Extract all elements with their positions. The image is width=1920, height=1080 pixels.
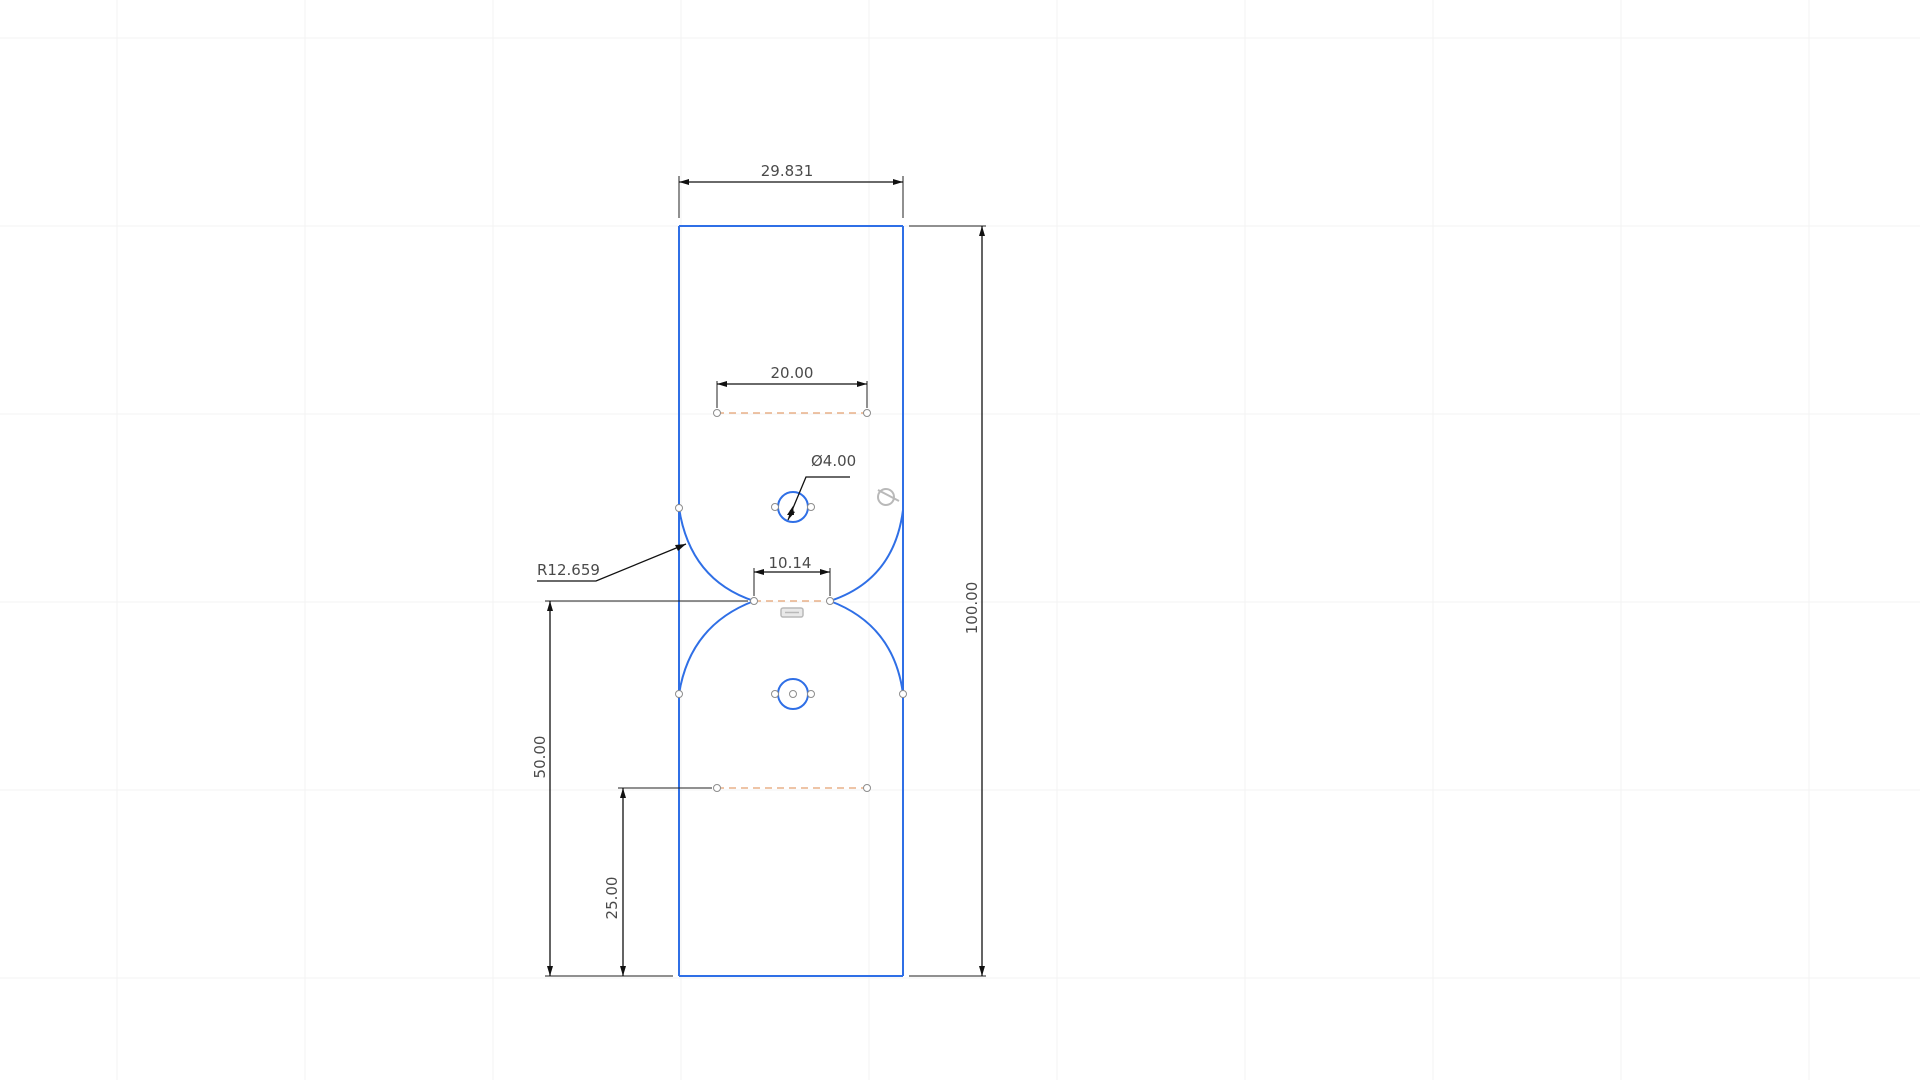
notch-arc-left-bottom[interactable] xyxy=(678,600,755,695)
sketch-point[interactable] xyxy=(863,409,871,417)
dimension-text-top-line-length[interactable]: 20.00 xyxy=(771,364,814,382)
dimension-text-notch-radius[interactable]: R12.659 xyxy=(537,561,600,579)
sketch-point[interactable] xyxy=(750,597,758,605)
tangent-constraint-icon[interactable] xyxy=(877,488,900,506)
sketch-point[interactable] xyxy=(713,784,721,792)
notch-arc-right-bottom[interactable] xyxy=(829,600,904,695)
dimension-neck-height[interactable]: 50.00 xyxy=(531,600,748,977)
sketch-point[interactable] xyxy=(863,784,871,792)
sketch-point[interactable] xyxy=(675,504,683,512)
dimension-text-hole-diameter[interactable]: Ø4.00 xyxy=(811,452,856,470)
dimension-text-neck-height[interactable]: 50.00 xyxy=(531,736,549,779)
construction-geometry[interactable] xyxy=(717,412,867,789)
dimension-hole-diameter[interactable]: Ø4.00 xyxy=(787,452,856,521)
sketch-point[interactable] xyxy=(771,690,779,698)
dimension-notch-radius[interactable]: R12.659 xyxy=(537,543,687,582)
sketch-point[interactable] xyxy=(771,503,779,511)
sketch-point[interactable] xyxy=(899,690,907,698)
sketch-points[interactable] xyxy=(675,409,907,792)
sketch-point[interactable] xyxy=(713,409,721,417)
dimension-neck-width[interactable]: 10.14 xyxy=(753,554,831,596)
horizontal-constraint-icon[interactable] xyxy=(780,607,804,618)
dimension-overall-width[interactable]: 29.831 xyxy=(678,162,904,218)
notch-arc-left-top[interactable] xyxy=(678,507,755,602)
notch-arc-right-top[interactable] xyxy=(829,509,904,602)
sketch-point[interactable] xyxy=(826,597,834,605)
sketch-point[interactable] xyxy=(807,503,815,511)
dimension-text-bottom-line-height[interactable]: 25.00 xyxy=(603,877,621,920)
dimension-top-line-length[interactable]: 20.00 xyxy=(716,364,868,408)
dimension-text-overall-height[interactable]: 100.00 xyxy=(963,582,981,635)
sketch-point[interactable] xyxy=(807,690,815,698)
sketch-point[interactable] xyxy=(789,690,797,698)
dimension-overall-height[interactable]: 100.00 xyxy=(909,225,986,977)
sketch-point[interactable] xyxy=(675,690,683,698)
dimension-text-overall-width[interactable]: 29.831 xyxy=(761,162,814,180)
dimension-text-neck-width[interactable]: 10.14 xyxy=(769,554,812,572)
dimension-bottom-line-height[interactable]: 25.00 xyxy=(603,787,712,977)
